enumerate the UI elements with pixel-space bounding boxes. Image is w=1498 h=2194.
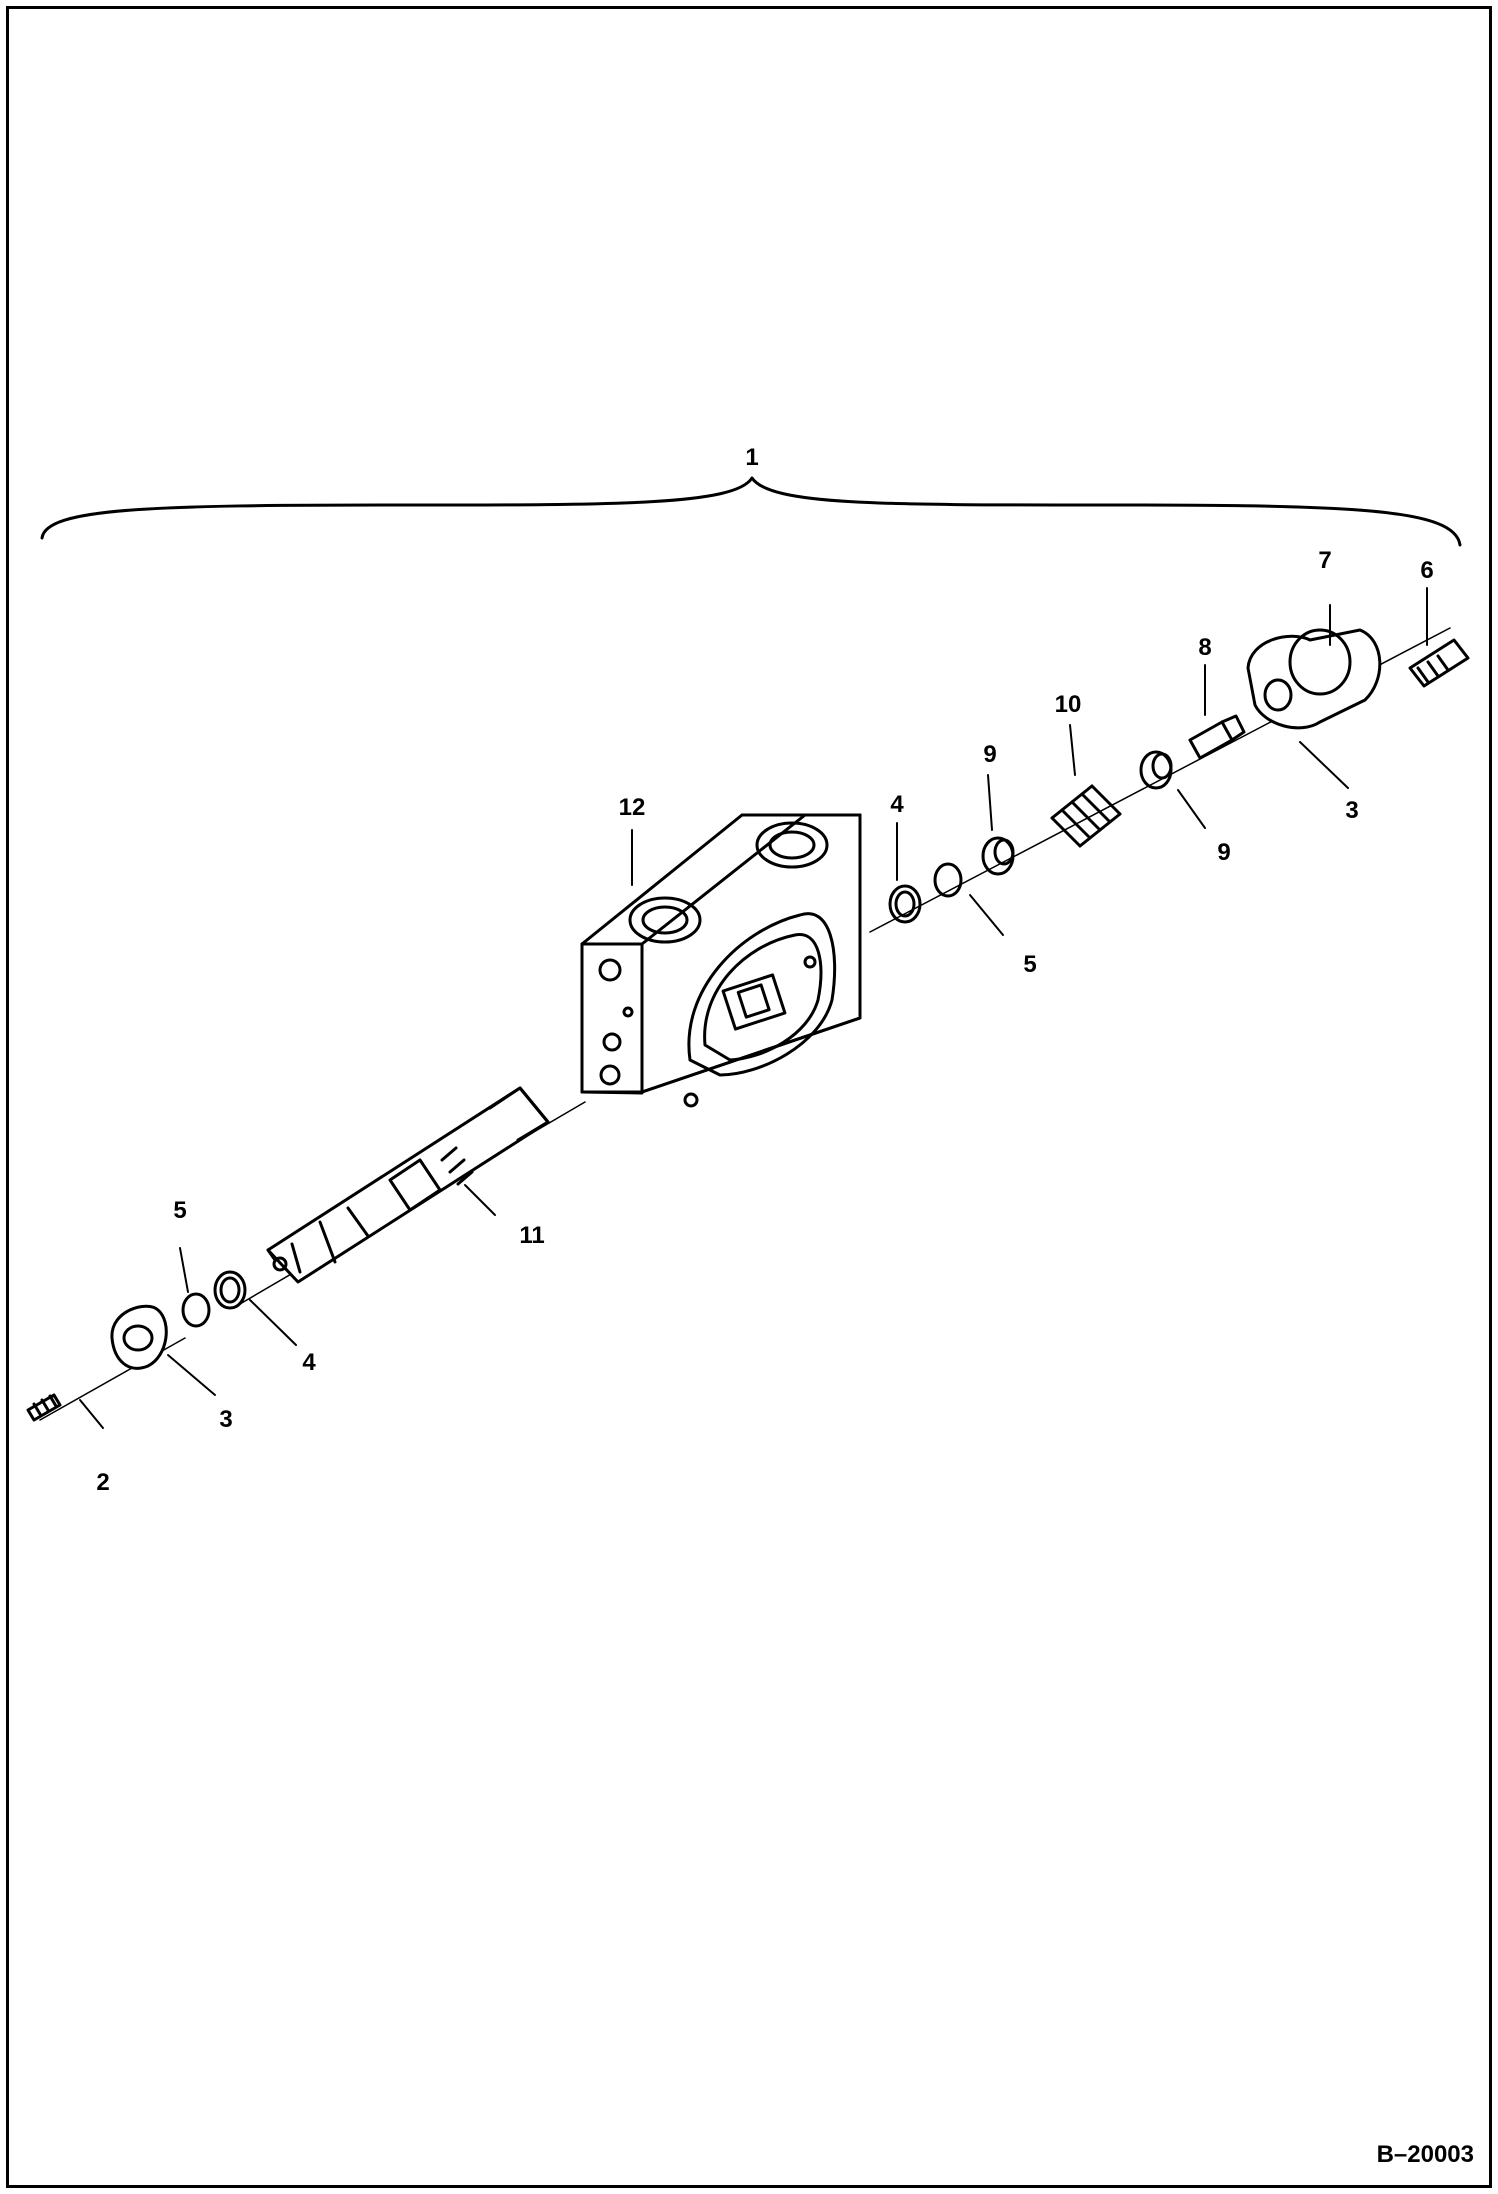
right-cap: [1246, 628, 1382, 730]
assembly-brace: [40, 476, 1462, 547]
spring-seat-left: [981, 836, 1015, 876]
callout-3-left: 3: [219, 1406, 232, 1433]
callout-9-upper: 9: [983, 741, 996, 768]
leader-lines: [79, 587, 1428, 1429]
spring-seat-right: [1139, 750, 1173, 790]
callout-7: 7: [1318, 547, 1331, 574]
valve-body: [580, 813, 862, 1108]
callout-12: 12: [619, 794, 646, 821]
page-frame: [6, 6, 1492, 2188]
callout-1: 1: [745, 444, 758, 471]
callout-2: 2: [96, 1469, 109, 1496]
callout-5-right: 5: [1023, 951, 1036, 978]
callout-4-left: 4: [302, 1349, 316, 1376]
callout-5-left: 5: [173, 1197, 186, 1224]
callout-6: 6: [1420, 557, 1433, 584]
left-cap: [110, 1304, 168, 1370]
right-seal-4: [888, 884, 922, 924]
right-bolt: [1408, 638, 1470, 688]
right-seal-5: [933, 862, 963, 898]
spool: [266, 1086, 550, 1284]
left-bolt: [26, 1393, 62, 1422]
callout-11: 11: [519, 1222, 544, 1249]
callout-4-right: 4: [890, 791, 904, 818]
callout-9-lower: 9: [1217, 839, 1230, 866]
callout-10: 10: [1055, 691, 1082, 718]
figure-reference: B–20003: [1377, 2141, 1474, 2168]
left-seal-5: [181, 1292, 211, 1328]
spring: [1050, 784, 1122, 848]
stopper-bolt: [1188, 714, 1246, 760]
callout-8: 8: [1198, 634, 1211, 661]
callout-3-right: 3: [1345, 797, 1358, 824]
left-seal-4: [213, 1270, 247, 1310]
